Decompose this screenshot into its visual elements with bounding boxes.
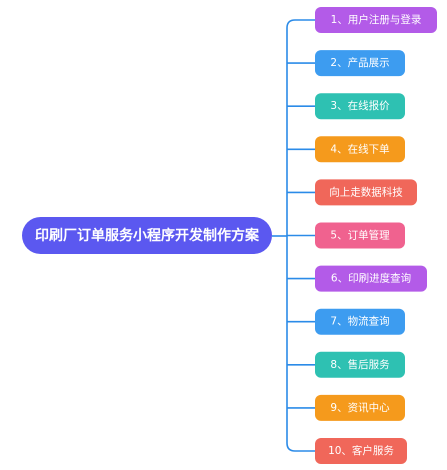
branch-node-background bbox=[315, 50, 405, 77]
branch-node-background bbox=[315, 222, 405, 249]
connectors bbox=[272, 19, 315, 452]
branch-node[interactable]: 7、物流查询 bbox=[315, 308, 405, 335]
root-node-background bbox=[22, 217, 272, 254]
branch-node-background bbox=[315, 179, 417, 206]
branch-connector bbox=[286, 442, 315, 452]
root-node-label: 印刷厂订单服务小程序开发制作方案 bbox=[35, 227, 260, 244]
branch-node-background bbox=[315, 265, 427, 292]
branch-node[interactable]: 10、客户服务 bbox=[315, 438, 407, 464]
branch-connector bbox=[286, 19, 315, 29]
branch-node-label: 8、售后服务 bbox=[330, 358, 390, 371]
branch-node-label: 2、产品展示 bbox=[330, 56, 389, 69]
branch-node-label: 6、印刷进度查询 bbox=[331, 272, 411, 285]
branch-node-label: 5、订单管理 bbox=[330, 229, 390, 242]
branch-node-background bbox=[315, 438, 407, 464]
branch-node-label: 9、资讯中心 bbox=[330, 401, 390, 414]
branch-node-label: 向上走数据科技 bbox=[329, 185, 403, 198]
branch-node-label: 7、物流查询 bbox=[330, 315, 389, 328]
branch-node-background bbox=[315, 7, 437, 33]
branch-node[interactable]: 9、资讯中心 bbox=[315, 394, 405, 421]
branch-node-label: 1、用户注册与登录 bbox=[331, 13, 422, 26]
branch-node[interactable]: 8、售后服务 bbox=[315, 351, 405, 378]
branch-node[interactable]: 向上走数据科技 bbox=[315, 179, 417, 206]
root-node[interactable]: 印刷厂订单服务小程序开发制作方案 bbox=[22, 217, 272, 254]
branch-node-label: 4、在线下单 bbox=[330, 142, 389, 155]
branch-node-background bbox=[315, 351, 405, 378]
branch-node-background bbox=[315, 308, 405, 335]
branch-node-label: 3、在线报价 bbox=[330, 99, 390, 112]
branch-node-background bbox=[315, 93, 405, 120]
branch-node[interactable]: 5、订单管理 bbox=[315, 222, 405, 249]
branch-node-background bbox=[315, 394, 405, 421]
branch-node[interactable]: 2、产品展示 bbox=[315, 50, 405, 77]
branch-node[interactable]: 4、在线下单 bbox=[315, 136, 405, 163]
branch-node-background bbox=[315, 136, 405, 163]
branch-node[interactable]: 1、用户注册与登录 bbox=[315, 7, 437, 33]
branch-node[interactable]: 6、印刷进度查询 bbox=[315, 265, 427, 292]
branch-node-label: 10、客户服务 bbox=[328, 444, 394, 457]
branch-node[interactable]: 3、在线报价 bbox=[315, 93, 405, 120]
